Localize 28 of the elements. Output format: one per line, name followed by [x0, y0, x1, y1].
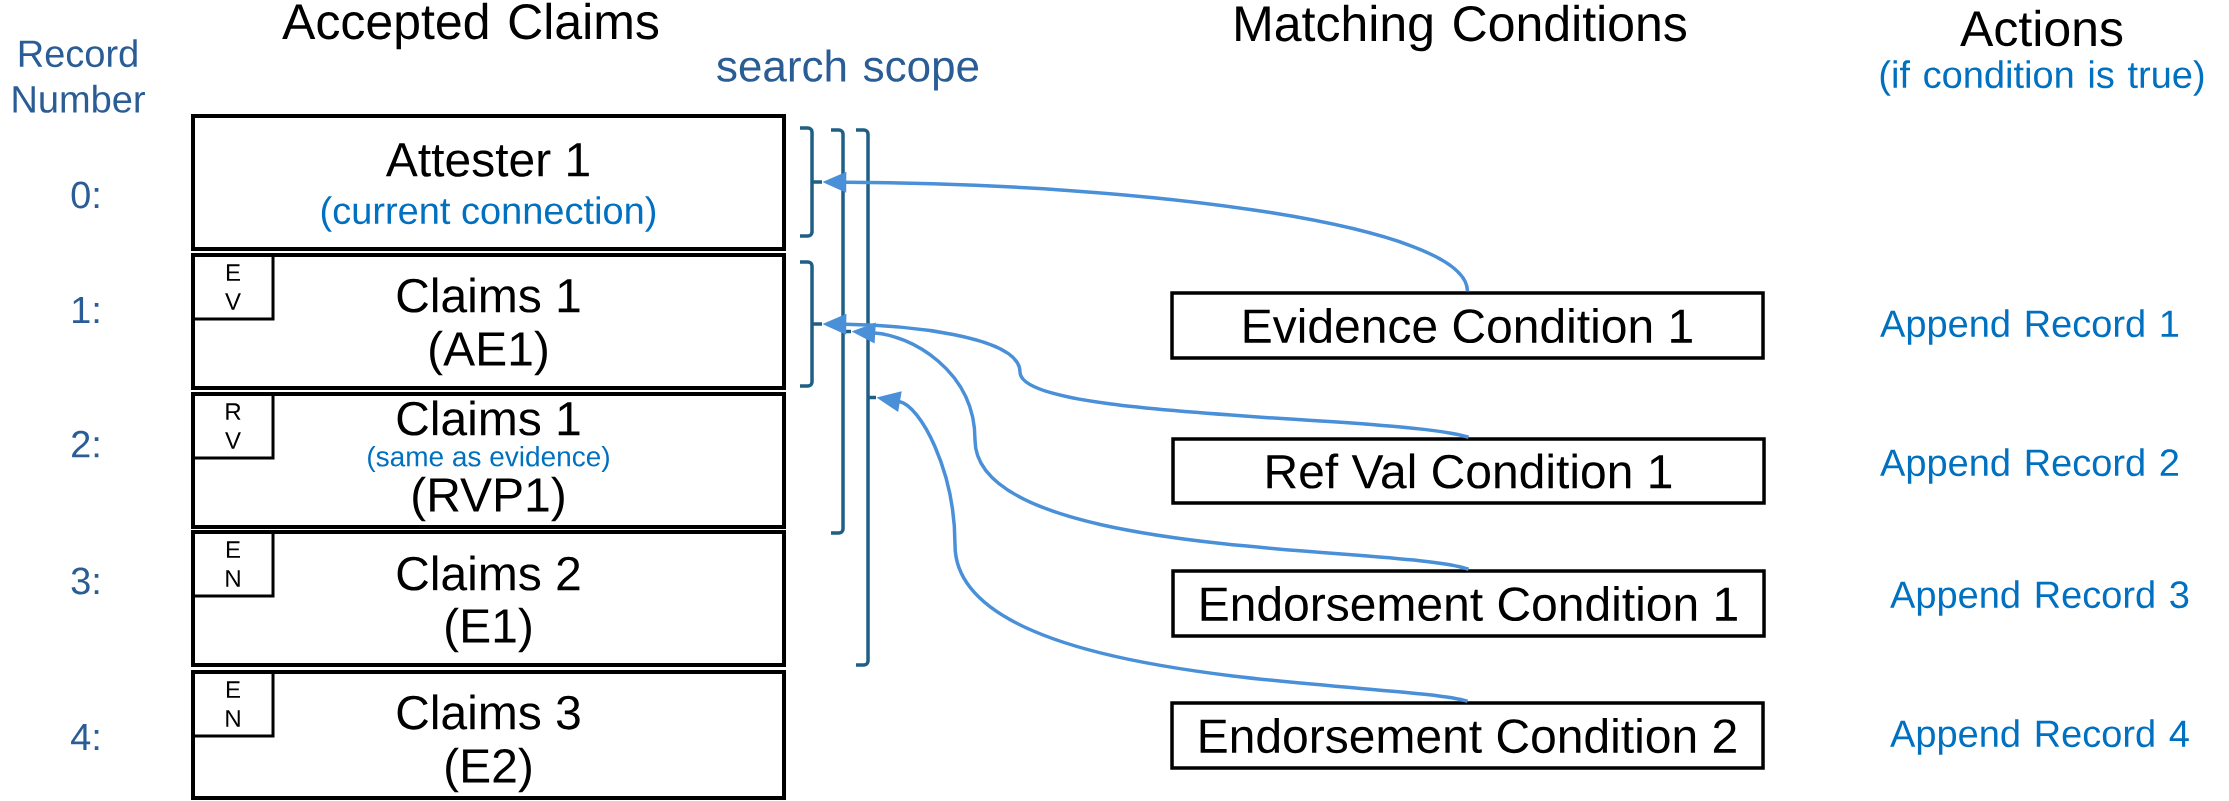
bracket: [800, 126, 822, 238]
condition-box: Endorsement Condition 1: [1171, 569, 1766, 638]
label: Append Record 3: [1890, 580, 2189, 616]
tag-box: E N: [191, 670, 275, 738]
label: Accepted Claims: [282, 2, 659, 50]
condition-box: Ref Val Condition 1: [1171, 437, 1766, 505]
bracket: [831, 128, 851, 535]
label: 4:: [71, 723, 99, 751]
label: Actions: [1960, 9, 2123, 47]
label: Append Record 4: [1890, 719, 2189, 755]
label: 2:: [72, 430, 99, 458]
label: Append Record 1: [1880, 309, 2179, 345]
label: 3:: [71, 567, 99, 595]
record-box: Attester 1 (current connection): [191, 114, 786, 251]
label: (if condition is true): [1880, 60, 2204, 96]
label: Record Number: [13, 39, 145, 113]
bracket: [856, 128, 876, 667]
tag-box: E V: [191, 253, 275, 321]
condition-box: Endorsement Condition 2: [1170, 701, 1765, 770]
tag-box: R V: [191, 392, 275, 460]
condition-box: Evidence Condition 1: [1170, 291, 1765, 360]
label: Matching Conditions: [1236, 4, 1686, 52]
label: 0:: [71, 181, 99, 209]
label: 1:: [73, 296, 99, 324]
label: search scope: [717, 49, 979, 91]
tag-box: E N: [191, 530, 275, 598]
label: Append Record 2: [1880, 448, 2178, 484]
bracket: [800, 260, 822, 388]
